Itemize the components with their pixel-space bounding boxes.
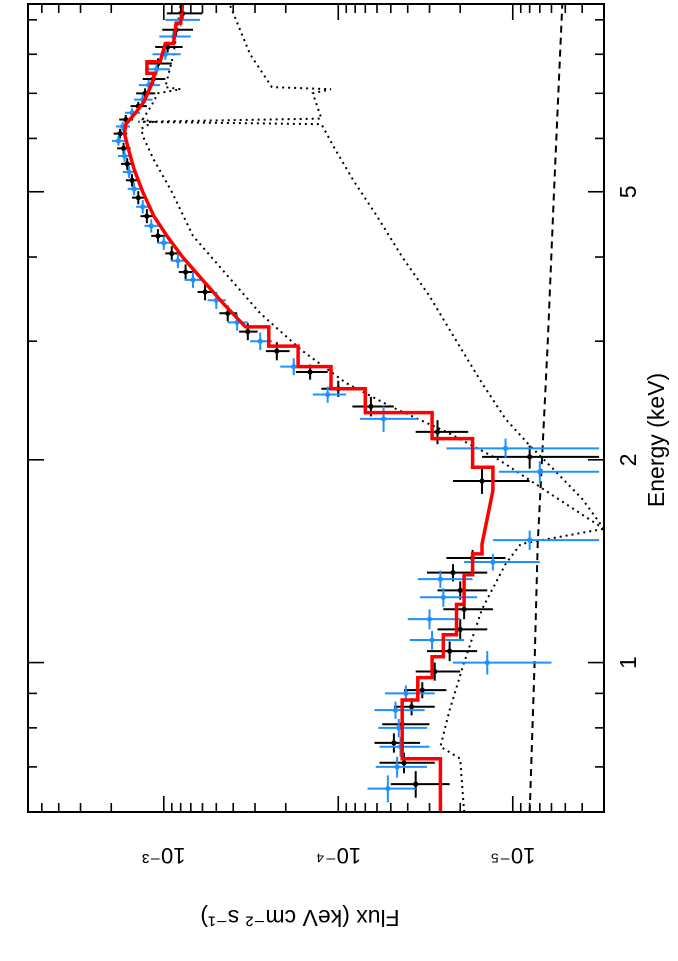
blue-data-point-34 [153, 66, 160, 72]
blue-data-point-27 [126, 169, 132, 175]
model-line-series [122, 4, 495, 812]
black-data-series [113, 7, 600, 798]
black-data-point-9 [461, 606, 467, 612]
axes-layer [27, 3, 605, 813]
blue-data-series [112, 13, 600, 803]
black-data-point-22 [202, 289, 208, 295]
black-data-point-28 [129, 177, 135, 183]
blue-data-point-5 [403, 690, 409, 696]
blue-data-point-24 [148, 223, 154, 229]
blue-data-point-16 [325, 391, 331, 398]
blue-data-point-8 [426, 616, 433, 622]
blue-data-point-28 [121, 153, 128, 159]
powerlaw-component-path-6 [528, 4, 564, 812]
blue-data-point-17 [291, 364, 297, 370]
blue-data-point-4 [392, 707, 399, 713]
black-data-point-27 [135, 195, 141, 201]
dotted-component-series [138, 4, 604, 530]
blue-data-point-15 [380, 416, 387, 422]
black-data-point-8 [457, 626, 463, 633]
plot-layer [112, 4, 604, 812]
blue-data-point-11 [490, 559, 496, 565]
dotted-component-path-4 [139, 4, 604, 530]
energy-tick-label-1: 2 [615, 453, 641, 466]
blue-data-point-14 [502, 445, 509, 451]
labels-layer: 1 2 5 10⁻⁵ 10⁻⁴ 10⁻³ [142, 185, 641, 868]
black-data-point-20 [245, 329, 251, 335]
x-axis-label: Energy (keV) [643, 373, 669, 507]
blue-data-point-6 [484, 659, 490, 666]
black-data-point-19 [274, 348, 280, 354]
dotted-component-path-5 [138, 4, 604, 530]
black-data-point-29 [124, 161, 130, 167]
blue-data-point-18 [257, 338, 263, 344]
black-data-point-14 [527, 454, 533, 460]
black-data-point-25 [155, 233, 161, 239]
flux-tick-label-2: 10⁻³ [142, 843, 185, 868]
energy-tick-label-2: 5 [615, 185, 641, 198]
blue-data-point-21 [190, 277, 196, 283]
black-data-point-18 [307, 369, 313, 375]
black-data-point-0 [413, 781, 419, 787]
powerlaw-component-series [528, 4, 564, 812]
blue-data-point-9 [440, 594, 446, 600]
black-data-point-7 [447, 648, 453, 654]
black-data-point-30 [120, 145, 127, 151]
blue-data-point-22 [175, 258, 181, 264]
blue-data-point-25 [140, 204, 146, 210]
black-data-point-2 [391, 740, 397, 746]
blue-data-point-13 [537, 469, 543, 475]
blue-data-point-10 [437, 576, 443, 582]
blue-data-point-3 [396, 725, 402, 731]
blue-data-point-1 [394, 764, 400, 770]
black-data-point-26 [144, 213, 150, 219]
black-data-point-5 [419, 687, 425, 693]
y-axis-label: Flux (keV cm⁻² s⁻¹) [200, 905, 399, 931]
blue-data-point-26 [131, 186, 137, 192]
blue-data-point-0 [385, 785, 391, 792]
black-data-point-16 [368, 403, 374, 410]
dotted-component-path-3 [439, 527, 604, 812]
blue-data-point-7 [429, 637, 435, 643]
flux-tick-label-0: 10⁻⁵ [490, 843, 535, 868]
model-line-path-2 [122, 4, 495, 812]
plot-frame [27, 3, 605, 813]
black-data-point-13 [479, 478, 485, 484]
blue-data-point-12 [527, 537, 533, 543]
black-data-point-11 [450, 570, 456, 576]
energy-tick-label-0: 1 [615, 656, 641, 669]
black-data-point-10 [457, 587, 463, 593]
blue-data-point-23 [161, 240, 167, 246]
black-data-point-24 [169, 250, 175, 257]
flux-tick-label-1: 10⁻⁴ [316, 843, 362, 868]
black-data-point-1 [401, 760, 407, 766]
black-data-point-15 [434, 429, 441, 435]
black-data-point-31 [117, 130, 123, 137]
black-data-point-4 [408, 704, 415, 710]
blue-data-point-29 [115, 138, 122, 144]
black-data-point-23 [182, 269, 189, 275]
dotted-component-series [139, 4, 604, 530]
dotted-component-series [439, 527, 604, 812]
